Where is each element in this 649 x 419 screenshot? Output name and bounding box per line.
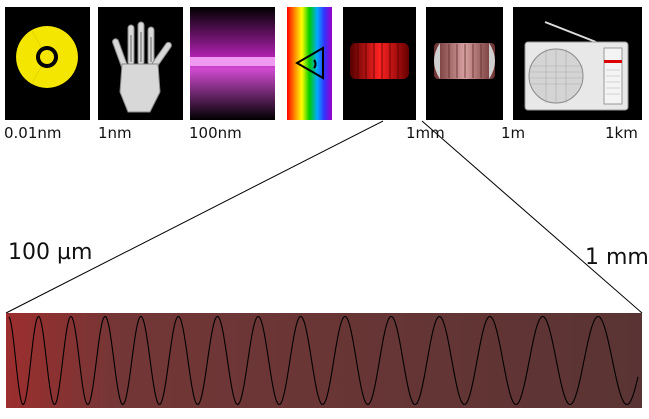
zoom-left-label: 100 µm xyxy=(8,240,93,265)
radio-receiver-icon xyxy=(513,7,642,120)
microwave-cylinder-icon xyxy=(426,7,503,120)
x-ray-hand-icon xyxy=(98,7,183,120)
rainbow-eye-icon xyxy=(287,7,332,120)
zoom-right-label: 1 mm xyxy=(585,245,649,270)
scale-label-0: 0.01nm xyxy=(4,124,62,142)
radiation-trefoil-icon xyxy=(5,7,90,120)
zoom-line-left xyxy=(5,120,384,314)
scale-label-5: 1km xyxy=(605,124,638,142)
scale-label-3: 1mm xyxy=(406,124,445,142)
scale-label-1: 1nm xyxy=(98,124,132,142)
red-cylinder-icon xyxy=(343,7,416,120)
scale-label-2: 100nm xyxy=(189,124,242,142)
uv-light-band-icon xyxy=(190,7,275,120)
scale-label-4: 1m xyxy=(501,124,526,142)
wave-line xyxy=(8,315,639,406)
zoom-line-right xyxy=(421,120,643,314)
